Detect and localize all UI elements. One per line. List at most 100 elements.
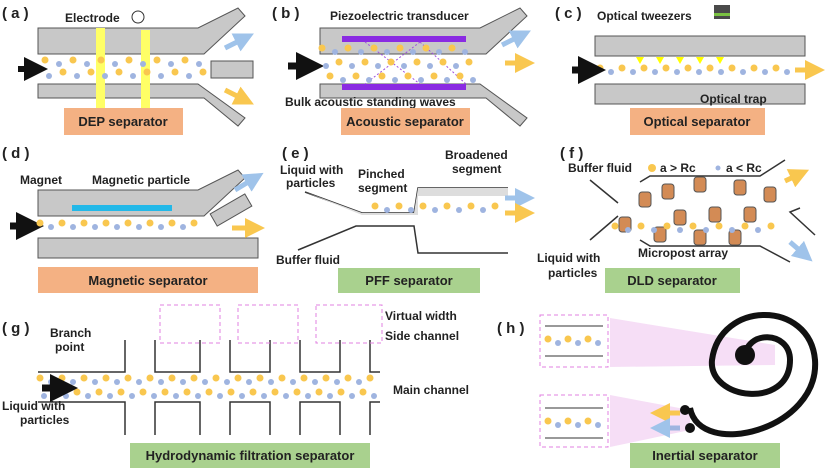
small-particle [418, 77, 424, 83]
electrode-label: Electrode [65, 11, 120, 25]
micropost [743, 206, 757, 223]
small-particle [696, 69, 702, 75]
large-particle [124, 219, 132, 227]
small-particle [129, 393, 135, 399]
large-particle [422, 44, 430, 52]
small-particle [151, 393, 157, 399]
large-particle [684, 64, 692, 72]
inlet-label: particles [286, 176, 336, 190]
large-particle [467, 202, 475, 210]
large-particle [396, 44, 404, 52]
microposts [611, 176, 777, 246]
large-particle [767, 222, 775, 230]
small-particle [202, 379, 208, 385]
large-particle [124, 374, 132, 382]
small-particle [651, 227, 657, 233]
panel-label: ( f ) [560, 145, 583, 162]
large-particle [97, 56, 105, 64]
trap-marker [656, 57, 664, 64]
trap-marker [676, 57, 684, 64]
large-particle [117, 388, 125, 396]
large-particle [73, 388, 81, 396]
panel-label: ( e ) [282, 145, 309, 162]
trap-marker [636, 57, 644, 64]
small-particle [112, 61, 118, 67]
small-particle [290, 379, 296, 385]
small-particle [70, 379, 76, 385]
small-particle [401, 63, 407, 69]
large-particle [430, 72, 438, 80]
large-particle [36, 374, 44, 382]
micropost [638, 191, 652, 208]
small-particle [392, 77, 398, 83]
large-particle [544, 335, 552, 343]
large-particle [395, 202, 403, 210]
panel-a-dep: ( a ) Electrode DEP separator [2, 5, 254, 135]
small-particle [158, 379, 164, 385]
large-particle [706, 64, 714, 72]
small-particle [384, 49, 390, 55]
small-particle [384, 207, 390, 213]
small-particle [555, 340, 561, 346]
large-particle [168, 374, 176, 382]
small-particle [356, 379, 362, 385]
small-particle [114, 224, 120, 230]
small-particle [136, 379, 142, 385]
large-particle [87, 68, 95, 76]
large-particle [125, 56, 133, 64]
small-particle [366, 77, 372, 83]
small-particle [158, 224, 164, 230]
small-particle [595, 340, 601, 346]
large-particle [448, 44, 456, 52]
branch-label: Branch [50, 326, 91, 340]
small-particle [432, 207, 438, 213]
large-particle [564, 335, 572, 343]
small-particle [652, 69, 658, 75]
small-particle [136, 224, 142, 230]
small-particle [595, 422, 601, 428]
small-particle [48, 379, 54, 385]
title-box [630, 108, 765, 135]
panel-title: DLD separator [627, 273, 717, 288]
large-particle [315, 388, 323, 396]
small-particle [630, 69, 636, 75]
large-particle [146, 219, 154, 227]
spiral-channel [687, 312, 819, 438]
panel-title: DEP separator [78, 114, 167, 129]
small-particle [784, 69, 790, 75]
small-particle [358, 49, 364, 55]
small-particle [168, 61, 174, 67]
panel-g-hydrodynamic: ( g ) Branch point Virtual width Side ch… [2, 304, 469, 468]
large-particle [300, 374, 308, 382]
panel-label: ( b ) [272, 5, 300, 22]
micropost [653, 226, 667, 243]
particles [36, 219, 198, 230]
large-particle [361, 58, 369, 66]
main-channel-label: Main channel [393, 383, 469, 397]
large-particle [234, 374, 242, 382]
large-particle [212, 374, 220, 382]
large-particle [58, 219, 66, 227]
micropost [708, 206, 722, 223]
large-particle [596, 64, 604, 72]
tweezers-label: Optical tweezers [597, 9, 692, 23]
pinched-label: segment [358, 181, 407, 195]
small-particle [268, 379, 274, 385]
trap-label: Optical trap [700, 92, 767, 106]
panel-c-optical: ( c ) Optical tweezers Optical separator… [555, 5, 825, 135]
buffer-label: Buffer fluid [568, 161, 632, 175]
small-particle [84, 61, 90, 67]
large-particle [168, 219, 176, 227]
large-particle [611, 222, 619, 230]
large-particle [544, 417, 552, 425]
large-particle [95, 388, 103, 396]
transducer-label: Piezoelectric transducer [330, 9, 469, 23]
small-particle [283, 393, 289, 399]
large-particle [662, 64, 670, 72]
large-particle [443, 202, 451, 210]
panel-label: ( a ) [2, 5, 29, 22]
large-particle [741, 222, 749, 230]
large-particle [366, 374, 374, 382]
large-particle [171, 68, 179, 76]
small-particle [674, 69, 680, 75]
